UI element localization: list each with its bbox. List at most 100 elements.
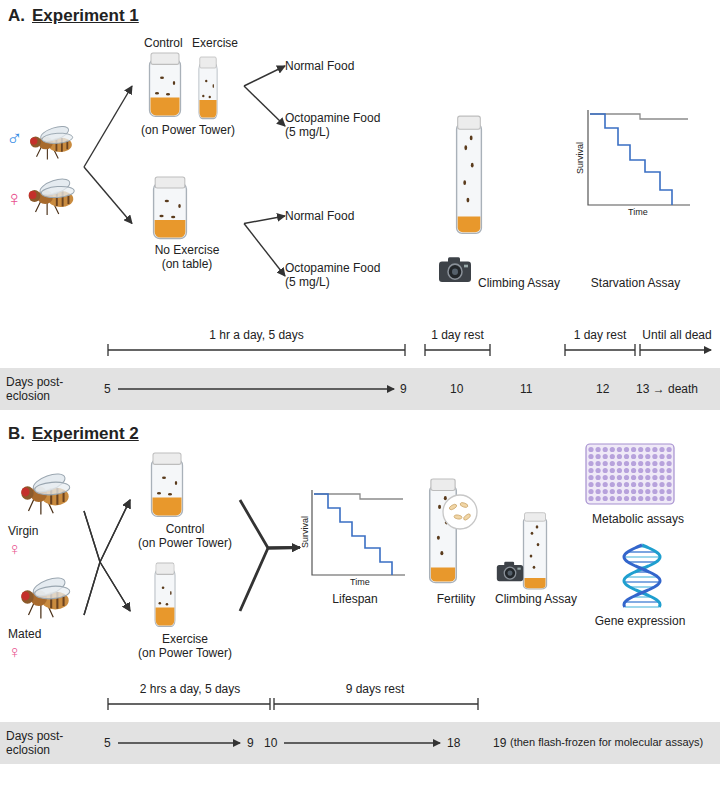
node-text: (on Power Tower) <box>130 646 240 660</box>
well-plate <box>638 489 643 494</box>
well-plate <box>659 496 664 501</box>
well-plate <box>631 489 636 494</box>
panel-title: Experiment 2 <box>32 424 139 444</box>
vial-icons <box>457 116 482 233</box>
node-text: ♀ <box>8 641 22 663</box>
flow-arrow <box>240 500 300 548</box>
flow-arrow <box>84 167 132 224</box>
node-text: ♀ <box>6 186 23 212</box>
well-plate <box>667 489 672 494</box>
flow-arrow <box>84 562 130 615</box>
well-plate <box>596 454 601 459</box>
period-label: 1 hr a day, 5 days <box>108 328 405 342</box>
flow-arrow <box>244 66 285 86</box>
well-plate <box>610 461 615 466</box>
mated-fly: Mated♀ <box>2 565 84 665</box>
node-text: ♀ <box>8 538 22 560</box>
timeline-title: Days post-eclosion <box>6 729 76 757</box>
day-number: 13 → death <box>636 382 698 396</box>
diet-label: Octopamine Food (5 mg/L) <box>285 258 400 294</box>
well-plate <box>659 489 664 494</box>
egg-zoom <box>463 513 472 521</box>
day-number: 5 <box>104 736 111 750</box>
well-plate <box>667 496 672 501</box>
well-plate <box>631 454 636 459</box>
well-plate <box>667 482 672 487</box>
well-plate <box>603 447 608 452</box>
dna-helix <box>624 581 660 583</box>
well-plate <box>645 482 650 487</box>
well-plate <box>624 447 629 452</box>
panel-title: Experiment 1 <box>32 6 139 26</box>
well-plate <box>631 496 636 501</box>
well-plate <box>588 447 671 501</box>
vial-icons <box>152 453 183 516</box>
timeline-bands <box>0 368 720 410</box>
node-text: Mated <box>8 627 41 641</box>
well-plate <box>617 475 622 480</box>
well-plate <box>645 496 650 501</box>
well-plate <box>603 475 608 480</box>
node-text: Climbing Assay <box>478 276 560 290</box>
well-plate <box>659 475 664 480</box>
well-plate <box>588 475 593 480</box>
day-number: 11 <box>520 382 532 396</box>
egg-zoom <box>454 514 463 519</box>
well-plate <box>603 461 608 466</box>
survival-plots <box>314 494 392 575</box>
node-text: Starvation Assay <box>578 276 693 290</box>
vial-icons <box>155 563 175 626</box>
timeline-brackets <box>284 742 440 743</box>
well-plate <box>631 482 636 487</box>
well-plate <box>638 496 643 501</box>
well-plate <box>603 496 608 501</box>
well-plate <box>631 468 636 473</box>
diet-label: Normal Food <box>285 56 375 76</box>
well-plate <box>617 482 622 487</box>
node-text: Climbing Assay <box>494 592 578 606</box>
node-text: Exercise <box>192 36 238 50</box>
dna-helix <box>624 545 660 607</box>
flow-arrow <box>84 500 130 615</box>
well-plate <box>645 468 650 473</box>
well-plate <box>603 468 608 473</box>
well-plate <box>645 475 650 480</box>
survival-plots <box>590 114 672 205</box>
metabolic-assay: Metabolic assays <box>578 440 698 530</box>
period-label: 1 day rest <box>425 328 490 342</box>
flow-arrow <box>244 224 285 277</box>
day-number: 9 <box>247 736 254 750</box>
node-text: No Exercise (on table) <box>148 243 226 271</box>
survival-plots <box>588 110 690 205</box>
timeline-bands <box>0 368 720 764</box>
well-plate <box>624 461 629 466</box>
axis-label: Survival <box>300 510 310 554</box>
well-plate <box>645 454 650 459</box>
flow-arrow <box>244 86 285 126</box>
dna-helix <box>624 545 660 607</box>
well-plate <box>645 461 650 466</box>
well-plate <box>638 468 643 473</box>
well-plate <box>586 444 674 504</box>
survival-plots <box>312 110 690 575</box>
node-text: Fertility <box>420 592 492 606</box>
day-number: 12 <box>596 382 609 396</box>
well-plate <box>610 454 615 459</box>
well-plate <box>638 482 643 487</box>
well-plate <box>596 496 601 501</box>
egg-zoom <box>449 502 472 521</box>
well-plate <box>624 496 629 501</box>
no-exercise-vial: No Exercise (on table) <box>132 172 244 275</box>
well-plate <box>624 482 629 487</box>
well-plate <box>610 475 615 480</box>
timeline-brackets <box>118 388 394 389</box>
well-plate <box>659 482 664 487</box>
day-number: 5 <box>104 382 111 396</box>
well-plate <box>652 468 657 473</box>
well-plate <box>603 454 608 459</box>
well-plate <box>610 496 615 501</box>
timeline-bands <box>0 722 720 764</box>
well-plate <box>652 454 657 459</box>
well-plate <box>588 461 593 466</box>
